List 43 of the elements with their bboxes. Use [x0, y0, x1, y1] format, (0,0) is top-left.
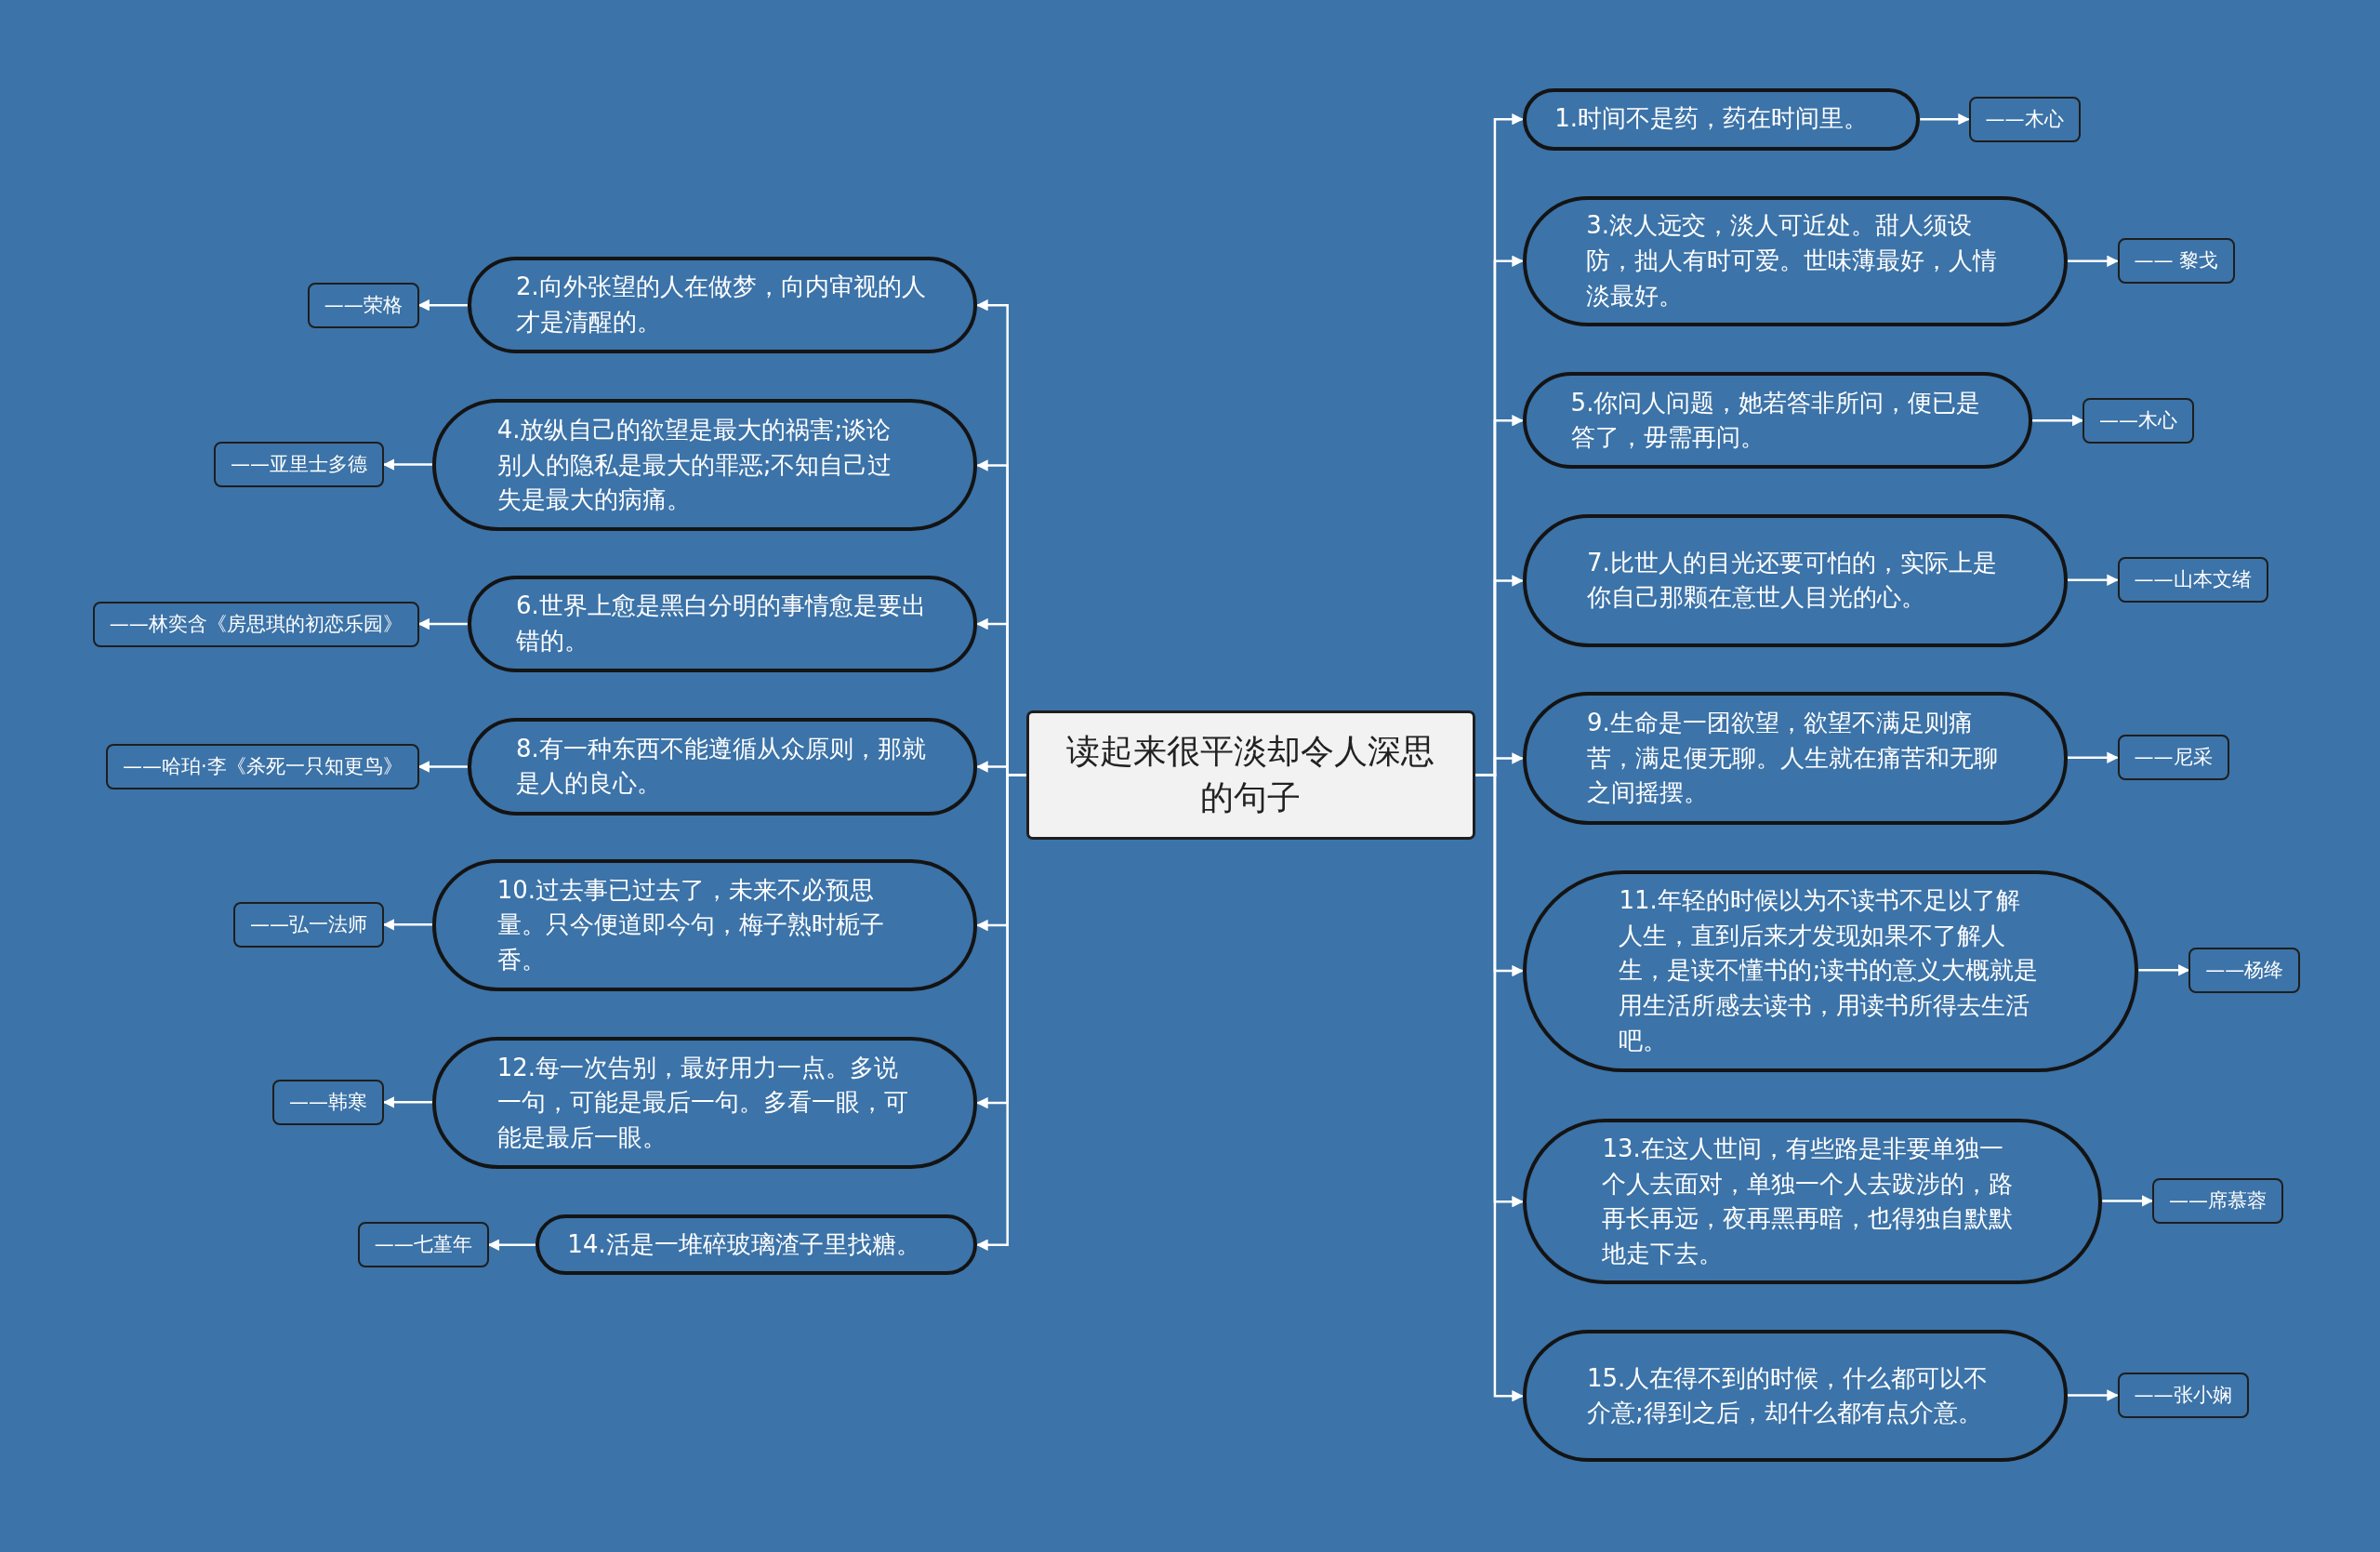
quote-pill: 7.比世人的目光还要可怕的，实际上是你自己那颗在意世人目光的心。	[1522, 514, 2068, 647]
central-topic-box: 读起来很平淡却令人深思的句子	[1025, 710, 1475, 840]
quote-pill: 10.过去事已过去了，未来不必预思量。只今便道即今句，梅子熟时栀子香。	[432, 859, 978, 992]
quote-pill: 4.放纵自己的欲望是最大的祸害;谈论别人的隐私是最大的罪恶;不知自己过失是最大的病痛。	[432, 399, 978, 532]
author-box: ——杨绛	[2188, 947, 2301, 993]
quote-pill: 15.人在得不到的时候，什么都可以不介意;得到之后，却什么都有点介意。	[1522, 1330, 2068, 1463]
quote-pill: 2.向外张望的人在做梦，向内审视的人才是清醒的。	[467, 256, 978, 354]
arrow	[1920, 113, 1970, 126]
quote-pill: 9.生命是一团欲望，欲望不满足则痛苦，满足便无聊。人生就在痛苦和无聊之间摇摆。	[1522, 692, 2068, 825]
arrow	[2102, 1195, 2154, 1207]
author-box: ——林奕含《房思琪的初恋乐园》	[92, 601, 419, 647]
arrow	[2067, 255, 2119, 268]
author-box: ——韩寒	[272, 1079, 385, 1125]
author-box: ——张小娴	[2117, 1372, 2249, 1418]
author-box: ——木心	[2082, 397, 2194, 444]
author-box: —— 黎戈	[2117, 238, 2236, 285]
quote-pill: 8.有一种东西不能遵循从众原则，那就是人的良心。	[467, 718, 978, 816]
arrow	[417, 761, 468, 773]
arrow	[417, 617, 468, 630]
arrow	[2067, 1389, 2119, 1401]
quote-pill: 6.世界上愈是黑白分明的事情愈是要出错的。	[467, 575, 978, 673]
arrow	[2067, 574, 2119, 586]
arrow	[487, 1239, 536, 1251]
arrow	[417, 298, 468, 312]
quote-pill: 14.活是一堆碎玻璃渣子里找糖。	[536, 1214, 978, 1276]
quote-pill: 11.年轻的时候以为不读书不足以了解人生，直到后来才发现如果不了解人生，是读不懂书的;读书的意义大概就是用生活所感去读书，用读书所得去生活吧。	[1522, 869, 2139, 1072]
quote-pill: 5.你问人问题，她若答非所问，便已是答了，毋需再问。	[1522, 372, 2033, 470]
author-box: ——弘一法师	[233, 901, 385, 948]
author-box: ——山本文绪	[2117, 557, 2268, 604]
arrow	[2138, 964, 2190, 976]
arrow	[2067, 751, 2119, 763]
arrow	[2032, 415, 2084, 427]
author-box: ——七堇年	[357, 1222, 489, 1268]
quote-pill: 1.时间不是药，药在时间里。	[1522, 87, 1921, 151]
quote-pill: 12.每一次告别，最好用力一点。多说一句，可能是最后一句。多看一眼，可能是最后一眼。	[432, 1037, 978, 1170]
quote-pill: 3.浓人远交，淡人可近处。甜人须设防，拙人有时可爱。世味薄最好，人情淡最好。	[1522, 195, 2068, 326]
author-box: ——木心	[1968, 96, 2081, 142]
author-box: ——荣格	[307, 282, 419, 328]
author-box: ——亚里士多德	[214, 442, 385, 488]
author-box: ——尼采	[2117, 735, 2229, 781]
author-box: ——哈珀·李《杀死一只知更鸟》	[105, 744, 419, 789]
quote-pill: 13.在这人世间，有些路是非要单独一个人去面对，单独一个人去跋涉的，路再长再远，夜再黑再暗，也得独自默默地走下去。	[1522, 1119, 2103, 1285]
author-box: ——席慕蓉	[2152, 1177, 2284, 1224]
